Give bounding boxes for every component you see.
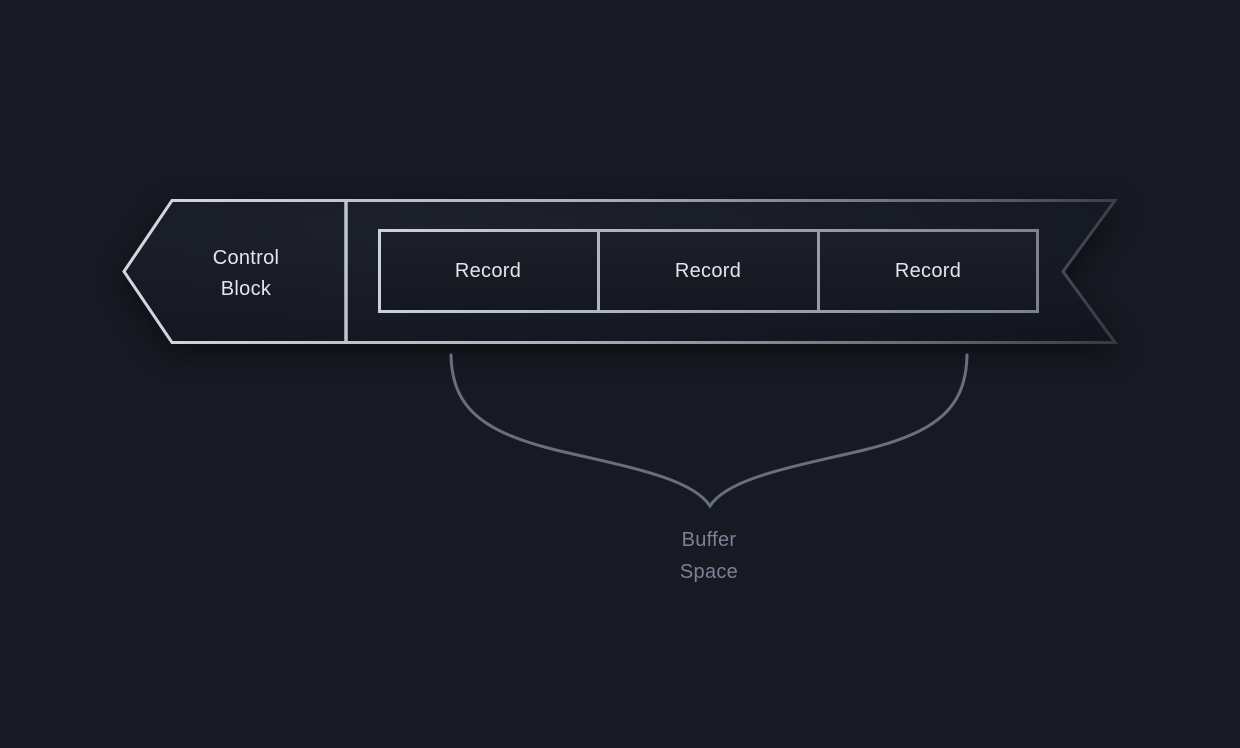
buffer-space-label-line1: Buffer: [681, 529, 737, 551]
buffer-space-brace: [449, 353, 969, 509]
record-label-3: Record: [894, 259, 962, 282]
control-block-label-line2: Block: [220, 278, 272, 300]
record-cell-1: Record: [378, 230, 598, 312]
records-container: [378, 229, 1039, 313]
record-cell-2: Record: [598, 230, 818, 312]
record-label-1: Record: [454, 259, 522, 282]
record-cell-3: Record: [818, 230, 1038, 312]
control-block-label-line1: Control: [212, 247, 280, 269]
buffer-space-label-line2: Space: [679, 561, 739, 583]
control-block-label: Control Block: [146, 243, 346, 305]
record-label-2: Record: [674, 259, 742, 282]
buffer-space-label: Buffer Space: [594, 524, 824, 588]
